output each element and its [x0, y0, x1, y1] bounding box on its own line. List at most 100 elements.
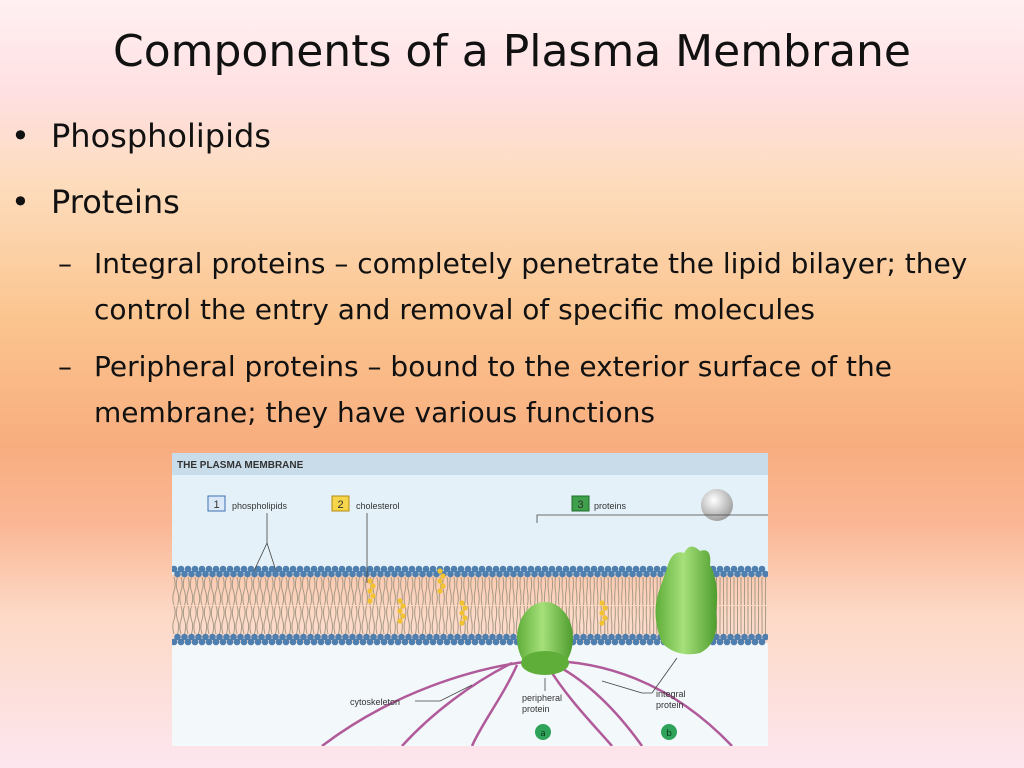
label-integral-line1: integral [656, 689, 686, 699]
phospholipid-head [212, 565, 220, 573]
phospholipid-tail [329, 605, 334, 635]
phospholipid-head [643, 633, 650, 641]
phospholipid-head [450, 638, 458, 646]
phospholipid-head [359, 565, 367, 573]
phospholipid-tail [635, 605, 637, 635]
phospholipid-head [573, 570, 580, 578]
phospholipid-head [366, 638, 374, 646]
phospholipid-tail [231, 605, 236, 635]
phospholipid-head [338, 565, 346, 573]
phospholipid-tail [501, 605, 505, 635]
phospholipid-tail [238, 605, 243, 635]
phospholipid-head [380, 565, 388, 573]
phospholipid-tail [186, 576, 190, 606]
phospholipid-head [181, 570, 188, 578]
phospholipid-head [464, 638, 472, 646]
phospholipid-head [230, 633, 237, 641]
phospholipid-head [296, 565, 304, 573]
phospholipid-head [349, 570, 356, 578]
phospholipid-head [751, 638, 759, 646]
phospholipid-tail [203, 576, 208, 606]
phospholipid-tail [494, 605, 498, 635]
phospholipid-head [632, 638, 640, 646]
phospholipid-head [275, 638, 283, 646]
phospholipid-tail [386, 605, 389, 635]
phospholipid-tail [347, 576, 351, 606]
phospholipid-head [321, 570, 328, 578]
phospholipid-head [300, 570, 307, 578]
phospholipid-head [419, 570, 426, 578]
phospholipid-head [762, 570, 769, 578]
label-integral-line2: protein [656, 700, 684, 710]
phospholipid-tail [175, 576, 180, 606]
phospholipid-head [650, 633, 657, 641]
phospholipid-tail [533, 576, 536, 606]
phospholipid-tail [410, 605, 414, 635]
phospholipid-head [531, 570, 538, 578]
phospholipid-tail [382, 576, 386, 606]
phospholipid-head [174, 570, 181, 578]
marker-a [535, 724, 551, 740]
marker-a-letter: a [540, 729, 546, 739]
phospholipid-head [258, 633, 265, 641]
cholesterol-bead [367, 578, 373, 584]
phospholipid-head [398, 570, 405, 578]
phospholipid-tail [593, 576, 595, 606]
cholesterol-bead [462, 615, 468, 621]
cholesterol-bead [397, 598, 403, 604]
cholesterol-bead [400, 613, 406, 619]
phospholipid-head [366, 565, 374, 573]
phospholipid-head [191, 638, 199, 646]
phospholipid-tail [365, 576, 368, 606]
phospholipid-head [230, 570, 237, 578]
phospholipid-head [583, 638, 591, 646]
cholesterol-bead [367, 588, 373, 594]
phospholipid-tail [621, 576, 623, 606]
phospholipid-tail [305, 605, 309, 635]
phospholipid-head [468, 633, 475, 641]
cholesterol-bead [367, 598, 373, 604]
phospholipid-head [321, 633, 328, 641]
phospholipid-head [727, 570, 734, 578]
marker-b [661, 724, 677, 740]
phospholipid-head [401, 638, 409, 646]
phospholipid-tail [550, 576, 554, 606]
phospholipid-head [615, 633, 622, 641]
phospholipid-head [212, 638, 220, 646]
phospholipid-head [254, 638, 262, 646]
label-box-2 [331, 495, 350, 512]
phospholipid-tail [435, 576, 438, 606]
phospholipid-head [629, 570, 636, 578]
phospholipid-tail [312, 605, 316, 635]
phospholipid-head [331, 565, 339, 573]
phospholipid-head [328, 633, 335, 641]
phospholipid-tail [414, 576, 417, 606]
phospholipid-tail [603, 576, 606, 606]
phospholipid-tail [484, 576, 487, 606]
phospholipid-tail [294, 576, 299, 606]
cholesterol-bead [602, 615, 608, 621]
phospholipid-tail [379, 576, 382, 606]
phospholipid-tail [259, 605, 264, 635]
phospholipid-tail [287, 576, 292, 606]
phospholipid-head [282, 565, 290, 573]
phospholipid-tail [365, 605, 368, 635]
phospholipid-head [279, 633, 286, 641]
phospholipid-tail [424, 605, 428, 635]
phospholipid-head [177, 638, 185, 646]
phospholipid-head [307, 570, 314, 578]
phospholipid-tail [638, 605, 641, 635]
phospholipid-head [454, 633, 461, 641]
phospholipid-tail [498, 605, 501, 635]
phospholipid-head [289, 565, 297, 573]
phospholipid-head [391, 570, 398, 578]
phospholipid-head [730, 638, 738, 646]
phospholipid-head [461, 633, 468, 641]
cholesterol-bead [397, 608, 403, 614]
phospholipid-head [279, 570, 286, 578]
phospholipid-tail [249, 576, 253, 606]
phospholipid-tail [431, 605, 435, 635]
phospholipid-head [447, 633, 454, 641]
figure-header-bg [172, 453, 768, 475]
phospholipid-head [184, 565, 192, 573]
